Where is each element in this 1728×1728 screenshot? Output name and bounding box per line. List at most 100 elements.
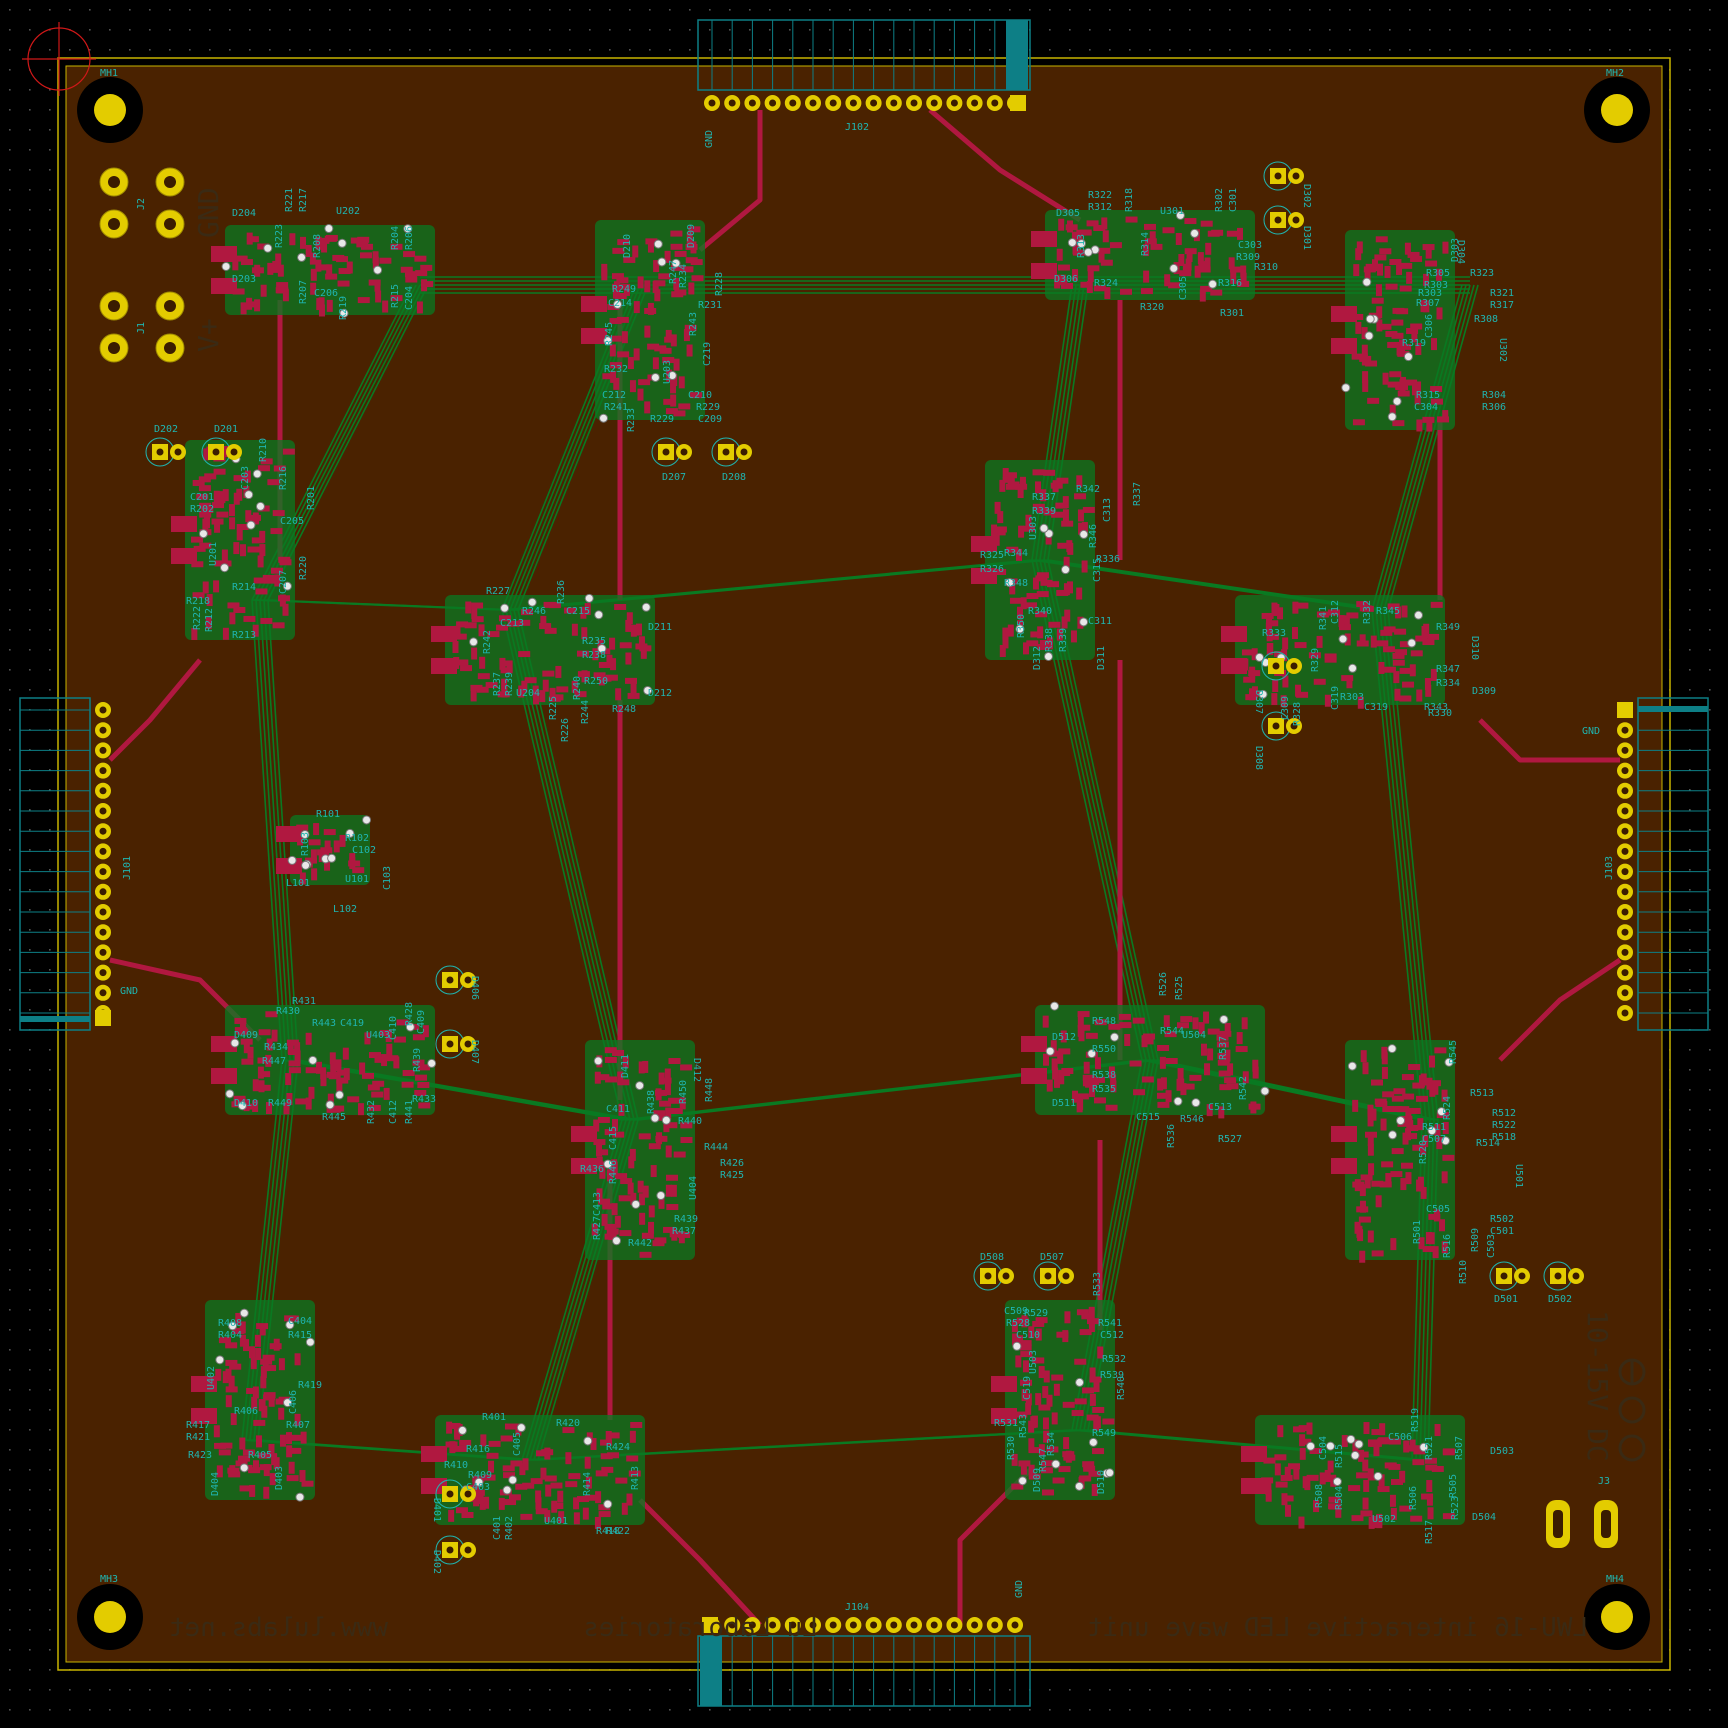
smd-pad: [1370, 635, 1377, 648]
connector-j102[interactable]: J102: [697, 19, 1031, 133]
smd-pad: [1367, 1133, 1374, 1146]
ref-r446: R446: [608, 1160, 619, 1184]
ref-r325: R325: [980, 550, 1004, 561]
smd-pad: [565, 1452, 572, 1465]
mounting-hole-mh4[interactable]: MH4: [1584, 1574, 1650, 1650]
smd-pad: [239, 1485, 252, 1492]
ref-r421: R421: [186, 1432, 210, 1443]
via: [661, 1115, 671, 1125]
mounting-hole-mh2[interactable]: MH2: [1584, 68, 1650, 143]
ref-r529: R529: [1024, 1308, 1048, 1319]
smd-pad: [1375, 1195, 1382, 1208]
smd-pad: [246, 1387, 259, 1394]
smd-pad: [1051, 1412, 1058, 1425]
smd-pad: [611, 273, 624, 280]
smd-pad: [213, 468, 226, 475]
ref-c403: C403: [466, 1482, 490, 1493]
connector-j101[interactable]: J101: [19, 697, 133, 1031]
smd-pad: [284, 1315, 297, 1322]
smd-pad: [680, 1137, 693, 1144]
smd-pad: [551, 694, 564, 701]
smd-pad: [1423, 273, 1430, 286]
smd-pad: [286, 1039, 299, 1046]
via: [362, 815, 372, 825]
smd-pad: [240, 302, 247, 315]
smd-pad: [286, 1093, 293, 1106]
led-smd-pad: [431, 658, 457, 674]
smd-pad: [1080, 281, 1093, 288]
smd-pad: [1360, 1050, 1367, 1063]
smd-pad: [308, 1086, 315, 1099]
led-pad-hole: [1002, 1272, 1010, 1280]
smd-pad: [1389, 371, 1402, 378]
smd-pad: [1032, 1320, 1045, 1327]
smd-pad: [549, 687, 556, 700]
smd-pad: [1093, 1380, 1100, 1393]
smd-pad: [1439, 1219, 1446, 1232]
smd-pad: [500, 1435, 513, 1442]
smd-pad: [308, 839, 321, 846]
smd-pad: [1367, 1439, 1380, 1446]
ref-r330: R330: [1428, 708, 1452, 719]
header-pin-hole: [829, 1621, 837, 1629]
smd-pad: [1032, 503, 1045, 510]
smd-pad: [504, 1499, 517, 1506]
smd-pad: [1141, 1038, 1154, 1045]
ref-r542: R542: [1238, 1076, 1249, 1100]
smd-pad: [658, 273, 671, 280]
smd-pad: [621, 331, 628, 344]
mounting-hole-mh1[interactable]: MH1: [77, 68, 143, 143]
smd-pad: [1402, 681, 1415, 688]
ref-r315: R315: [1416, 390, 1440, 401]
ref-d402: D402: [431, 1550, 442, 1574]
via: [1350, 1450, 1360, 1460]
smd-pad: [448, 1422, 461, 1429]
smd-pad: [638, 1061, 645, 1074]
ref-r536: R536: [1166, 1124, 1177, 1148]
ref-r313: R313: [1076, 234, 1087, 258]
smd-pad: [487, 631, 500, 638]
smd-cluster: [991, 1300, 1115, 1500]
header-pin-hole: [99, 726, 107, 734]
smd-pad: [454, 633, 467, 640]
power-connector-j2[interactable]: J2 GND: [99, 167, 225, 239]
ref-r234: R234: [678, 264, 689, 288]
ref-d501: D501: [1494, 1294, 1518, 1305]
mounting-hole-mh3[interactable]: MH3: [77, 1574, 143, 1650]
ref-u202: U202: [336, 206, 360, 217]
smd-pad: [335, 1059, 342, 1072]
smd-pad: [635, 623, 642, 636]
smd-pad: [1265, 1482, 1272, 1495]
smd-pad: [1407, 251, 1420, 258]
via: [337, 238, 347, 248]
smd-pad: [613, 281, 620, 294]
smd-pad: [629, 380, 636, 393]
smd-pad: [1175, 232, 1182, 245]
power-connector-j1[interactable]: J1 V+: [99, 291, 225, 363]
led-pad-hole: [464, 1546, 472, 1554]
smd-pad: [277, 264, 284, 277]
dc-jack-j3[interactable]: J3 10-15V DC: [1546, 1310, 1646, 1548]
connector-j104[interactable]: J104: [697, 1602, 1031, 1707]
smd-pad: [1178, 253, 1185, 266]
connector-j103[interactable]: J103: [1604, 697, 1709, 1031]
smd-pad: [311, 868, 318, 881]
ref-r337: R337: [1132, 482, 1143, 506]
smd-pad: [329, 1052, 336, 1065]
led-pad-hole: [174, 448, 182, 456]
ref-r215: R215: [390, 284, 401, 308]
ref-d210: D210: [622, 234, 633, 258]
smd-pad: [1002, 476, 1015, 483]
smd-pad: [1237, 280, 1250, 287]
smd-pad: [300, 236, 307, 249]
smd-pad: [257, 465, 270, 472]
smd-pad: [1046, 1079, 1053, 1092]
ref-r342: R342: [1076, 484, 1100, 495]
via: [239, 1463, 249, 1473]
smd-pad: [1092, 1406, 1105, 1413]
smd-pad: [1184, 248, 1197, 255]
smd-pad: [289, 1434, 302, 1441]
ref-r230: R228: [714, 272, 725, 296]
ref-r323: R323: [1470, 268, 1494, 279]
